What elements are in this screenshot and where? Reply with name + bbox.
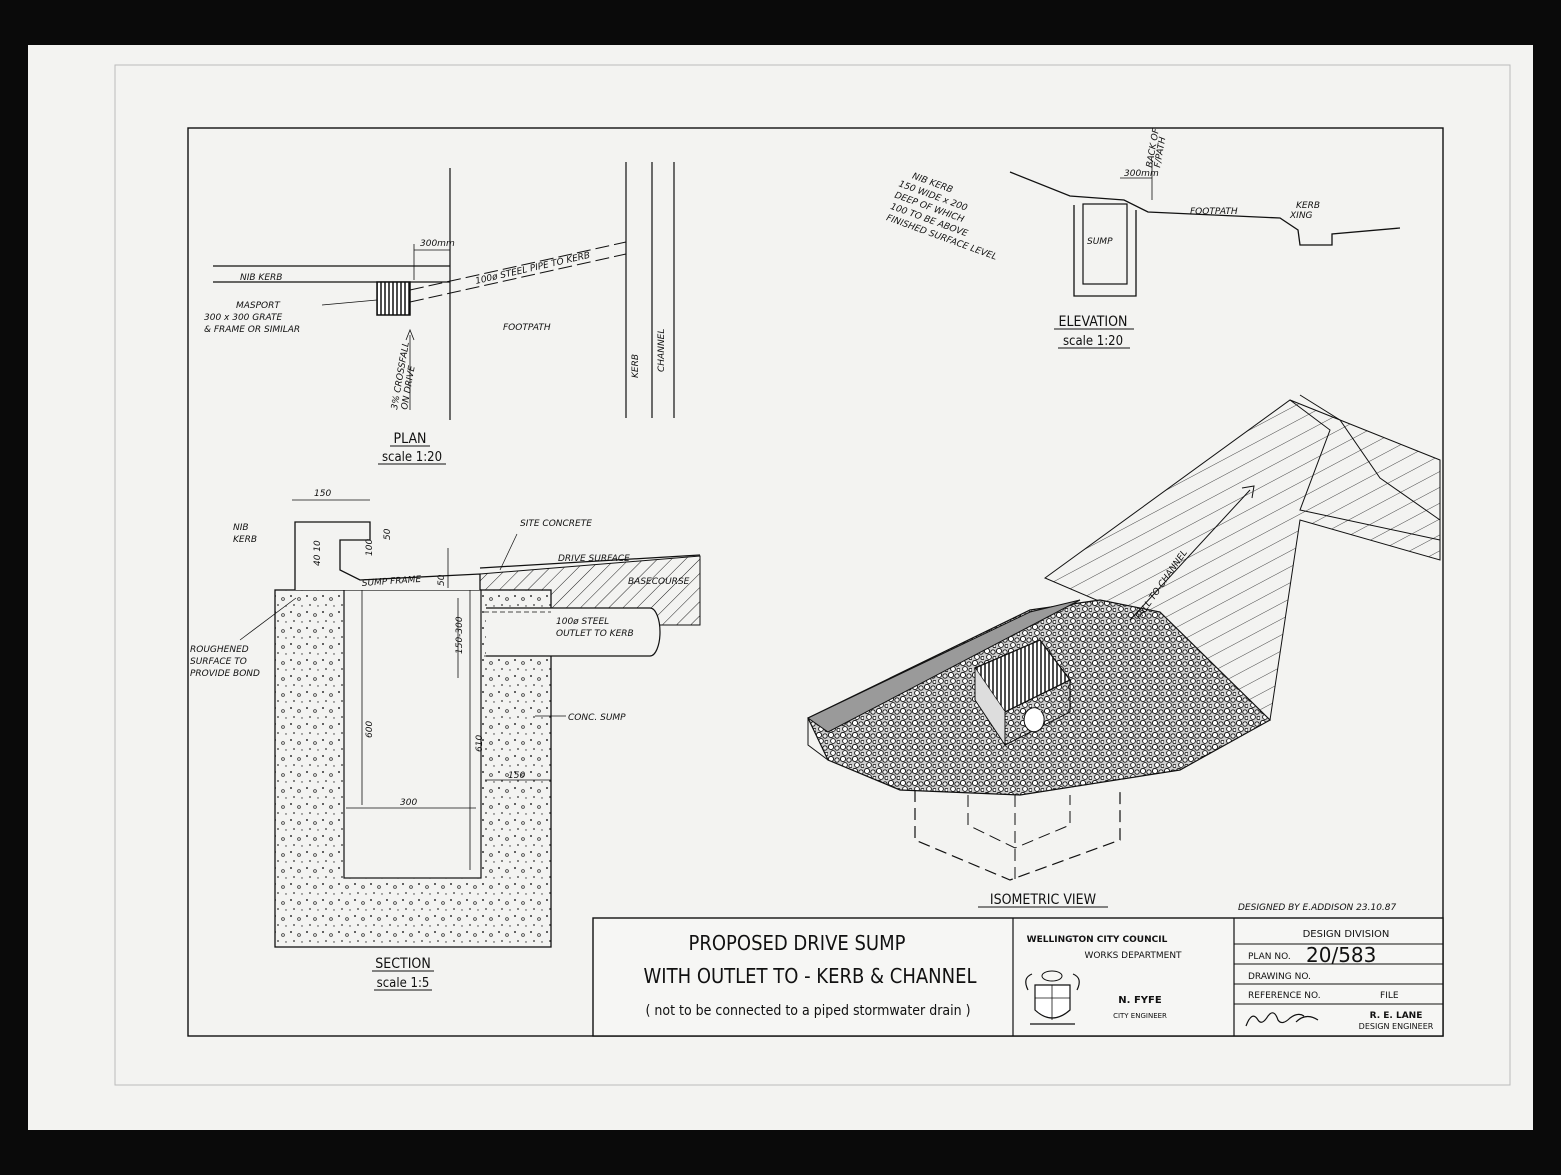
elevation-title: ELEVATION	[1059, 314, 1128, 330]
section-scale: scale 1:5	[377, 976, 430, 991]
council-crest	[1025, 970, 1080, 1025]
section-conc-sump: CONC. SUMP	[568, 713, 626, 723]
city-engineer-name: N. FYFE	[1118, 995, 1162, 1006]
reference-no-label: REFERENCE NO.	[1248, 991, 1321, 1001]
plan-channel-label: CHANNEL	[657, 329, 667, 372]
plan-scale: scale 1:20	[382, 450, 442, 465]
design-engineer-role: DESIGN ENGINEER	[1359, 1022, 1434, 1031]
section-outlet-1: 100ø STEEL	[556, 617, 609, 627]
section-dim-150-side: 150	[508, 771, 525, 781]
council-name: WELLINGTON CITY COUNCIL	[1027, 935, 1168, 945]
design-division: DESIGN DIVISION	[1303, 929, 1390, 940]
signature	[1245, 1012, 1319, 1027]
plan-masport-2: 300 x 300 GRATE	[204, 313, 282, 323]
elevation-footpath-label: FOOTPATH	[1190, 207, 1238, 217]
section-outlet-2: OUTLET TO KERB	[556, 629, 634, 639]
city-engineer-role: CITY ENGINEER	[1113, 1012, 1167, 1020]
iso-nib-kerb	[807, 599, 1081, 733]
section-nib-kerb-1: NIB	[233, 523, 249, 533]
title-line-2: WITH OUTLET TO - KERB & CHANNEL	[644, 964, 977, 988]
plan-footpath-label: FOOTPATH	[503, 323, 551, 333]
iso-outlet	[1023, 707, 1045, 733]
section-view: 150 NIB KERB 100 50 40 10 SITE CONCRETE …	[190, 489, 701, 991]
section-title: SECTION	[375, 956, 431, 972]
plan-grate	[376, 281, 411, 316]
section-nib-kerb-2: KERB	[233, 535, 257, 545]
section-outlet-pipe	[486, 607, 661, 657]
section-dim-610: 610	[475, 735, 485, 752]
file-label: FILE	[1380, 991, 1399, 1001]
elevation-dim-300: 300mm	[1124, 169, 1159, 179]
plan-kerb-label: KERB	[631, 354, 641, 378]
section-sump-frame: SUMP FRAME	[362, 575, 422, 589]
plan-no-label: PLAN NO.	[1248, 952, 1291, 962]
section-roughened-2: SURFACE TO	[190, 657, 247, 667]
section-drive-surface-label: DRIVE SURFACE	[558, 554, 630, 564]
elevation-kerb-xing-1: KERB	[1296, 201, 1320, 211]
title-line-1: PROPOSED DRIVE SUMP	[689, 931, 906, 955]
isometric-title: ISOMETRIC VIEW	[990, 892, 1097, 908]
title-subtitle: ( not to be connected to a piped stormwa…	[645, 1003, 970, 1019]
design-engineer-name: R. E. LANE	[1370, 1011, 1423, 1021]
elevation-scale: scale 1:20	[1063, 334, 1123, 349]
plan-nib-kerb-label: NIB KERB	[240, 273, 282, 283]
section-site-concrete: SITE CONCRETE	[520, 519, 592, 529]
iso-sump-hidden	[914, 790, 1121, 881]
section-dim-150-top: 150	[314, 489, 331, 499]
designed-by: DESIGNED BY E.ADDISON 23.10.87	[1238, 903, 1397, 913]
section-dim-4010: 40 10	[313, 540, 323, 566]
plan-no-value: 20/583	[1306, 943, 1376, 967]
section-dim-50b: 50	[437, 574, 447, 586]
section-basecourse: BASECOURSE	[628, 577, 690, 587]
plan-masport-3: & FRAME OR SIMILAR	[204, 325, 300, 335]
isometric-view: FALL TO CHANNEL ISOMETRIC VIEW	[807, 394, 1441, 908]
elevation-sump-label: SUMP	[1087, 237, 1113, 247]
outer-faint-border	[114, 64, 1511, 1086]
section-dim-150-300: 150-300	[455, 616, 465, 654]
works-department: WORKS DEPARTMENT	[1084, 951, 1182, 961]
section-dim-600: 600	[365, 721, 375, 738]
section-dim-300: 300	[400, 798, 417, 808]
elevation-sump	[1082, 203, 1128, 285]
section-nib-kerb	[294, 521, 481, 590]
section-dim-100: 100	[365, 539, 375, 556]
section-roughened-1: ROUGHENED	[190, 645, 249, 655]
plan-title: PLAN	[394, 431, 427, 447]
plan-masport-1: MASPORT	[236, 301, 281, 311]
section-dim-50: 50	[383, 528, 393, 540]
section-roughened-3: PROVIDE BOND	[190, 669, 260, 679]
elevation-kerb-xing-2: XING	[1289, 211, 1313, 221]
plan-dim-300: 300mm	[420, 239, 455, 249]
drawing-no-label: DRAWING NO.	[1248, 972, 1311, 982]
title-block: PROPOSED DRIVE SUMP WITH OUTLET TO - KER…	[592, 917, 1444, 1037]
